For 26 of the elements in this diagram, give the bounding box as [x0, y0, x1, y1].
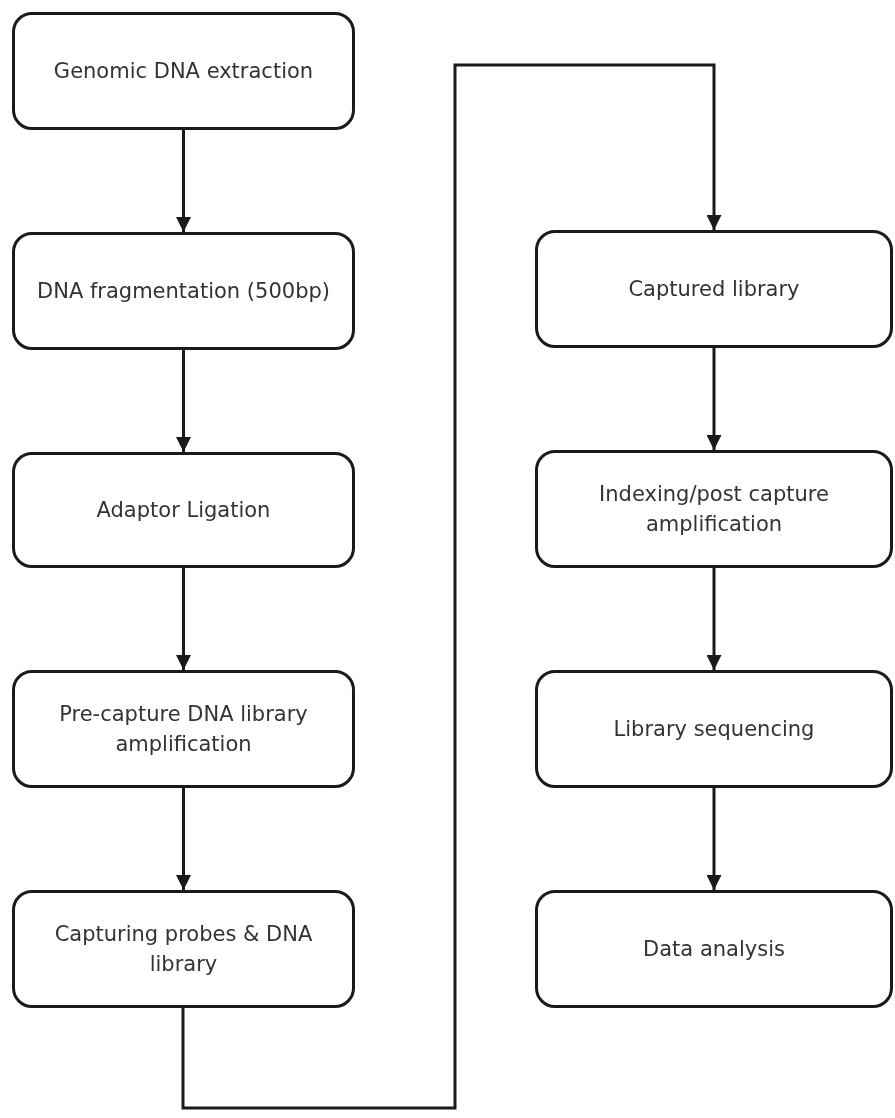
process-box [535, 450, 893, 568]
process-box [535, 890, 893, 1008]
process-box [12, 670, 355, 788]
arrow [176, 130, 191, 232]
step-label: Captured library [628, 275, 800, 303]
arrow [176, 788, 191, 890]
process-box [12, 890, 355, 1008]
step-label: Library sequencing [613, 715, 815, 743]
process-box [12, 232, 355, 350]
arrow [181, 63, 722, 1110]
process-box [12, 452, 355, 568]
process-box [535, 230, 893, 348]
arrow [176, 350, 191, 452]
process-box [12, 12, 355, 130]
step-label: DNA fragmentation (500bp) [37, 277, 330, 305]
step-label: Pre-capture DNA library amplification [58, 700, 309, 758]
step-label: Adaptor Ligation [96, 496, 271, 524]
arrow [176, 568, 191, 670]
step-label: Indexing/post capture amplification [598, 480, 830, 538]
step-label: Data analysis [643, 935, 785, 963]
arrow [706, 348, 722, 450]
step-label: Capturing probes & DNA library [53, 920, 314, 978]
step-label: Genomic DNA extraction [53, 57, 314, 85]
arrow [706, 788, 722, 890]
arrow [706, 568, 722, 670]
process-box [535, 670, 893, 788]
